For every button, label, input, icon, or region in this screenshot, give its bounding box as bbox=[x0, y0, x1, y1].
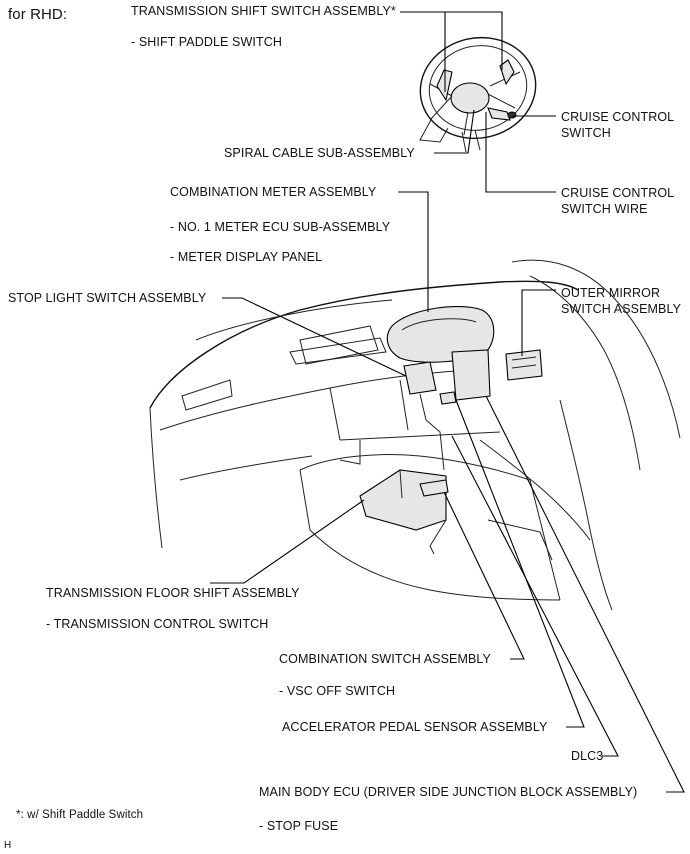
steering-wheel-illustration bbox=[419, 36, 537, 153]
label-transmission-shift-switch: TRANSMISSION SHIFT SWITCH ASSEMBLY* bbox=[131, 4, 396, 18]
dashboard-illustration bbox=[149, 259, 681, 611]
label-accelerator-pedal-sensor: ACCELERATOR PEDAL SENSOR ASSEMBLY bbox=[282, 720, 548, 734]
label-stop-fuse: - STOP FUSE bbox=[259, 819, 339, 833]
label-transmission-control-switch: - TRANSMISSION CONTROL SWITCH bbox=[46, 617, 269, 631]
leader-lines bbox=[210, 11, 685, 793]
label-spiral-cable: SPIRAL CABLE SUB-ASSEMBLY bbox=[224, 146, 415, 160]
label-outer-mirror-switch-line1: OUTER MIRROR bbox=[561, 286, 661, 300]
label-cruise-control-wire-line2: SWITCH WIRE bbox=[561, 202, 648, 216]
label-stop-light-switch: STOP LIGHT SWITCH ASSEMBLY bbox=[8, 291, 207, 305]
stop-light-switch-part bbox=[403, 361, 437, 395]
label-dlc3: DLC3 bbox=[571, 749, 604, 763]
label-cruise-control-switch-line1: CRUISE CONTROL bbox=[561, 110, 675, 124]
shift-paddle-right bbox=[499, 59, 515, 86]
cruise-control-switch-part bbox=[487, 107, 511, 121]
accelerator-pedal-part bbox=[439, 391, 457, 405]
combination-switch-part bbox=[419, 479, 449, 497]
label-combination-meter: COMBINATION METER ASSEMBLY bbox=[170, 185, 377, 199]
label-main-body-ecu: MAIN BODY ECU (DRIVER SIDE JUNCTION BLOC… bbox=[259, 785, 638, 799]
label-vsc-off-switch: - VSC OFF SWITCH bbox=[279, 684, 396, 698]
label-cruise-control-wire-line1: CRUISE CONTROL bbox=[561, 186, 675, 200]
footnote: *: w/ Shift Paddle Switch bbox=[16, 809, 144, 821]
label-outer-mirror-switch-line2: SWITCH ASSEMBLY bbox=[561, 302, 682, 316]
label-combination-switch: COMBINATION SWITCH ASSEMBLY bbox=[279, 652, 491, 666]
main-body-ecu-part bbox=[451, 349, 491, 401]
label-cruise-control-switch-line2: SWITCH bbox=[561, 126, 611, 140]
label-shift-paddle-switch: - SHIFT PADDLE SWITCH bbox=[131, 35, 282, 49]
outer-mirror-switch-part bbox=[505, 349, 543, 381]
page-title: for RHD: bbox=[8, 6, 68, 23]
label-meter-display-panel: - METER DISPLAY PANEL bbox=[170, 250, 323, 264]
label-no1-meter-ecu: - NO. 1 METER ECU SUB-ASSEMBLY bbox=[170, 220, 391, 234]
transmission-floor-shift-part bbox=[359, 469, 447, 531]
label-transmission-floor-shift: TRANSMISSION FLOOR SHIFT ASSEMBLY bbox=[46, 586, 300, 600]
corner-mark: H bbox=[4, 840, 12, 851]
